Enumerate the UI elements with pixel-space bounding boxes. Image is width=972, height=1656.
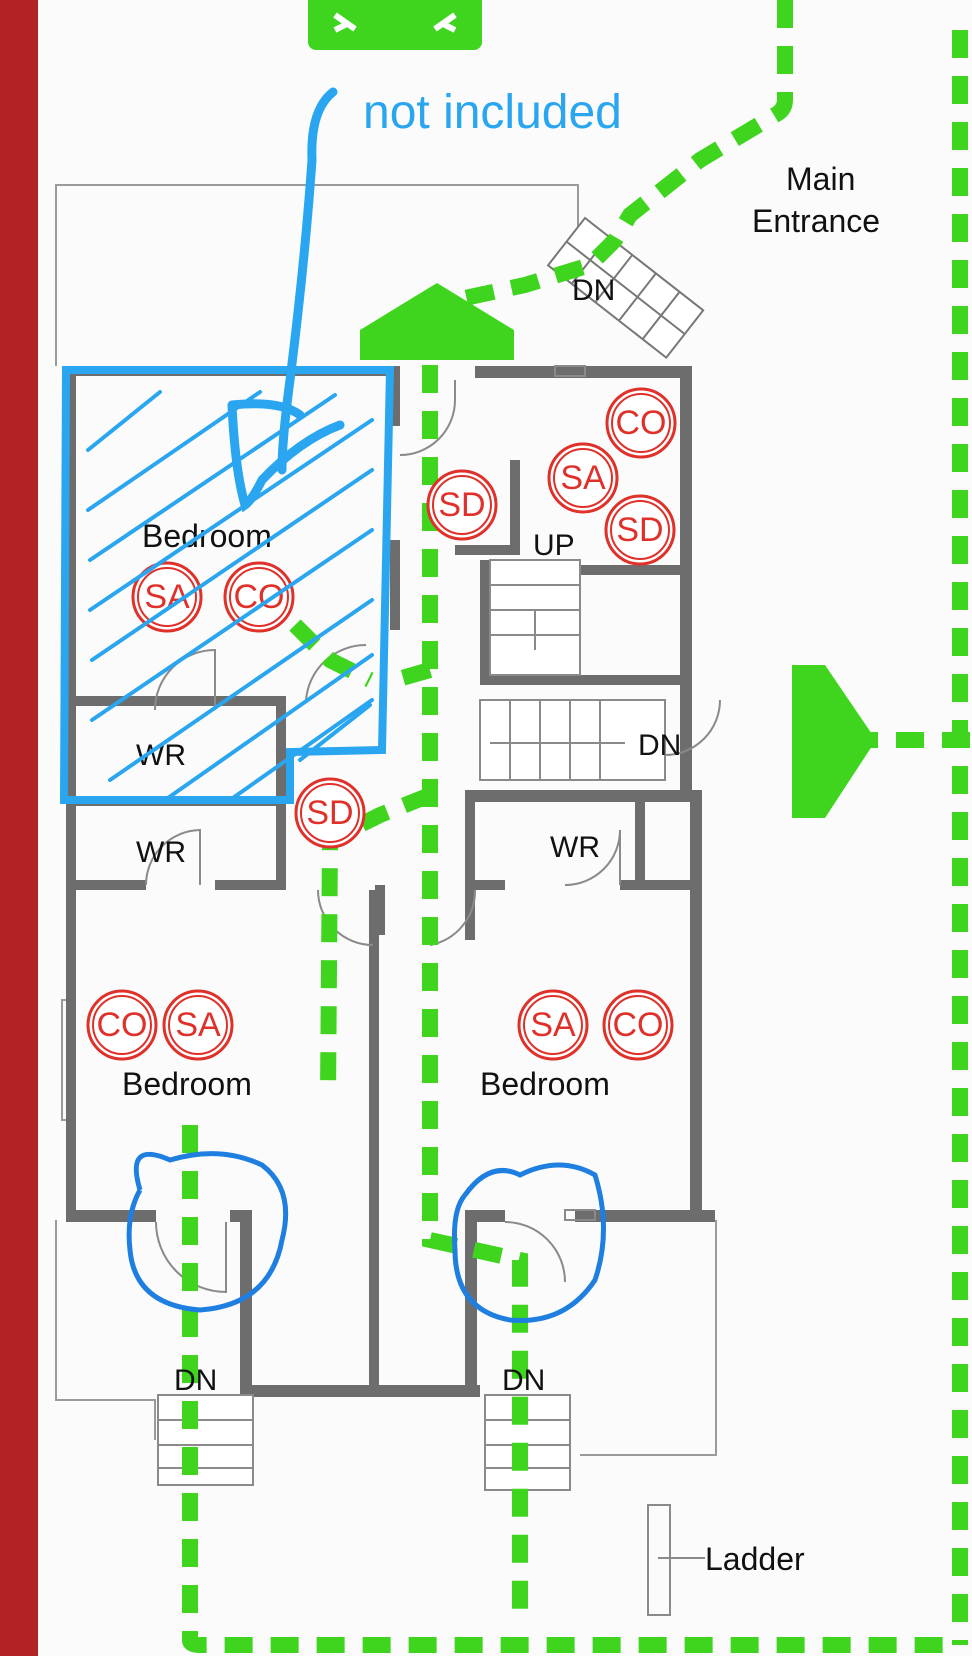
exit-sign-icon — [308, 0, 482, 50]
bedroom-hatched-label: Bedroom — [142, 518, 272, 554]
co-label: CO — [613, 1006, 664, 1044]
exit-arrows — [360, 283, 876, 818]
annotation-arrow — [277, 87, 338, 475]
dn-right-bottom-label: DN — [502, 1364, 545, 1397]
ladder — [647, 1504, 705, 1616]
sd-marker-hall-top: SD — [426, 469, 498, 541]
co-label: CO — [97, 1006, 148, 1044]
sd-marker-hall-mid: SD — [294, 777, 366, 849]
co-marker-left: CO — [86, 989, 158, 1061]
circle-left-door — [126, 1151, 289, 1313]
sd-marker-entry: SD — [604, 494, 676, 566]
sa-marker-left: SA — [162, 989, 234, 1061]
interior-stairs — [157, 559, 666, 1491]
exit-arrow-up-icon — [360, 283, 514, 360]
ladder-label: Ladder — [705, 1541, 805, 1577]
bedroom-right-label: Bedroom — [480, 1066, 610, 1102]
hatching — [86, 390, 374, 802]
sa-label: SA — [530, 1006, 576, 1044]
sa-marker-entry: SA — [547, 442, 619, 514]
up-stairs-label: UP — [533, 529, 575, 562]
sd-label: SD — [616, 511, 663, 549]
exit-routes — [182, 0, 972, 1653]
co-marker-right: CO — [602, 989, 674, 1061]
annotation-overlay: not included — [59, 86, 622, 1323]
walls — [66, 366, 715, 1397]
sd-label: SD — [306, 794, 353, 832]
exit-arrow-right-icon — [792, 665, 876, 818]
left-border — [0, 0, 38, 1656]
sa-marker-right: SA — [517, 989, 589, 1061]
co-marker-entry: CO — [605, 387, 677, 459]
entry-stairs — [546, 216, 705, 360]
co-label: CO — [616, 404, 667, 442]
main-entrance-label: Main — [786, 161, 855, 197]
circle-right-door — [452, 1162, 606, 1323]
main-entrance-label-2: Entrance — [752, 203, 880, 239]
dn-entry-label: DN — [572, 274, 615, 307]
excluded-room-box — [59, 366, 395, 804]
bedroom-left-label: Bedroom — [122, 1066, 252, 1102]
sa-marker-hatched: SA — [131, 561, 203, 633]
co-label: CO — [234, 578, 285, 616]
labels: Main Entrance DN UP DN WR WR WR Bedroom … — [122, 161, 880, 1577]
doors — [145, 365, 721, 1294]
dn-side-label: DN — [638, 729, 681, 762]
sd-label: SD — [438, 486, 485, 524]
sa-label: SA — [175, 1006, 221, 1044]
devices: CO SA SD SD SA CO SD CO SA SA CO — [86, 387, 677, 1061]
wr-left-label: WR — [136, 836, 186, 869]
wr-right-label: WR — [550, 831, 600, 864]
not-included-annotation: not included — [363, 86, 622, 139]
sa-label: SA — [560, 459, 606, 497]
dn-left-bottom-label: DN — [174, 1364, 217, 1397]
